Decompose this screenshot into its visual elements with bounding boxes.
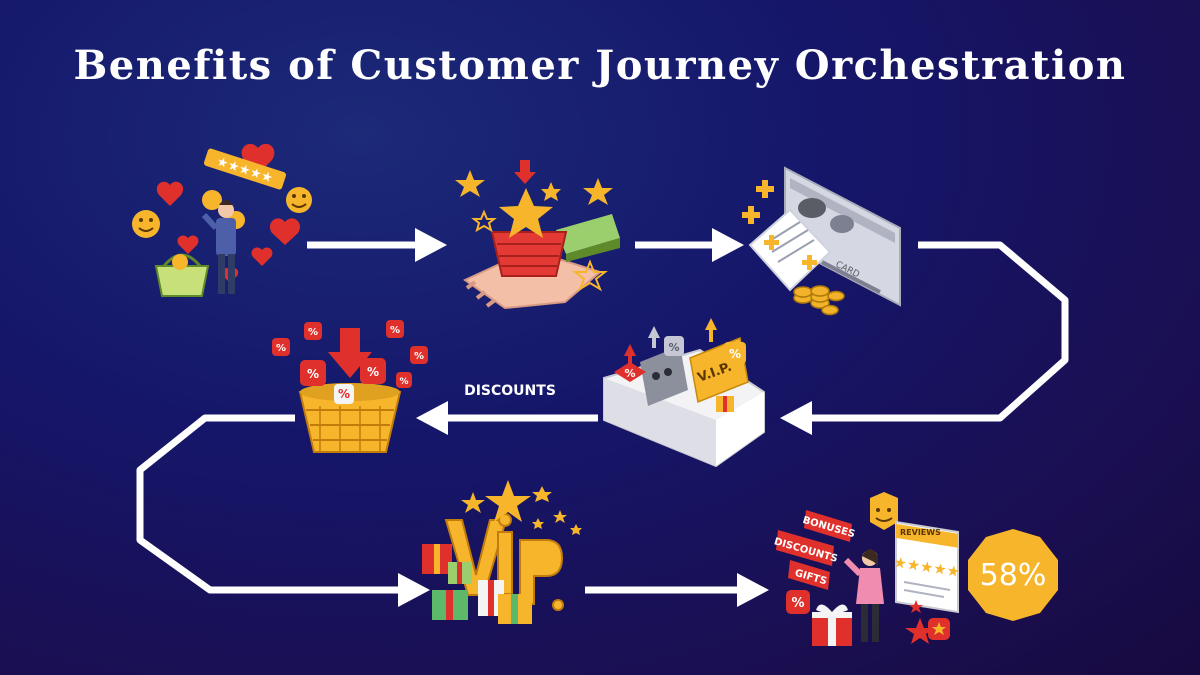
arrow-discounts [416, 401, 598, 435]
stage-3-card-receipt-illustration: CARD [742, 166, 901, 316]
svg-text:%: % [668, 341, 679, 354]
svg-text:%: % [308, 327, 318, 338]
vip-letters-icon [444, 513, 564, 611]
credit-card-icon: CARD [784, 166, 901, 307]
stage-7-rewards-illustration: BONUSES DISCOUNTS GIFTS REVIEWS ★★★★★ [773, 492, 1058, 646]
percent-badge-label: 58% [980, 558, 1047, 593]
basket-icon [490, 231, 568, 277]
arrow-down-icon [514, 160, 536, 184]
stage-5-discount-basket-illustration: % % % % % % % % [272, 320, 428, 453]
star-icon [905, 600, 950, 644]
percent-badge: 58% [968, 529, 1058, 621]
person-illustration [843, 549, 884, 642]
percent-tag-icon: % % % [614, 336, 746, 382]
coins-icon [793, 285, 845, 316]
plus-sparkle-icon [742, 180, 817, 270]
star-icon [455, 170, 613, 292]
bonuses-tag: BONUSES [801, 510, 856, 542]
reviews-label: REVIEWS [900, 528, 941, 537]
discounts-arrow-label: DISCOUNTS [464, 383, 556, 399]
svg-text:%: % [367, 365, 379, 379]
reviews-panel: REVIEWS ★★★★★ [892, 520, 961, 614]
stage-6-vip-gifts-illustration [422, 480, 582, 624]
gift-icon [716, 396, 734, 412]
svg-text:%: % [276, 343, 286, 354]
svg-text:%: % [414, 351, 424, 362]
svg-text:%: % [338, 387, 350, 401]
arrow-1-to-2 [307, 228, 447, 262]
svg-text:%: % [399, 377, 408, 387]
percent-tag-icon: % [786, 590, 810, 614]
arrow-2-to-3 [635, 228, 744, 262]
arrow-down-icon [328, 328, 372, 378]
stage-1-engagement-illustration: ★★★★★ [132, 143, 312, 297]
arrow-up-icon [624, 318, 717, 366]
svg-text:%: % [624, 367, 635, 380]
stage-2-hand-basket-illustration [455, 160, 620, 310]
page-title: Benefits of Customer Journey Orchestrati… [73, 42, 1127, 89]
gift-icon [812, 604, 852, 646]
svg-text:%: % [791, 596, 804, 611]
stage-4-vip-box-illustration: V.I.P. % % % [603, 318, 765, 468]
gifts-tag: GIFTS [788, 560, 830, 590]
ticket-icon [640, 346, 688, 406]
connector-left-loop [136, 414, 430, 607]
gift-icon [422, 544, 532, 624]
basket-icon [154, 253, 210, 297]
star-icon [461, 480, 582, 535]
svg-text:%: % [307, 367, 319, 381]
svg-text:%: % [729, 347, 741, 361]
percent-tag-icon: % % % % % % % % [272, 320, 428, 404]
basket-icon [298, 383, 402, 453]
arrow-5-to-6 [585, 573, 769, 607]
smiley-icon [870, 492, 898, 530]
flow-arrows [136, 228, 1069, 607]
connector-right-loop [780, 241, 1069, 435]
svg-text:%: % [390, 325, 400, 336]
person-illustration [201, 200, 236, 294]
